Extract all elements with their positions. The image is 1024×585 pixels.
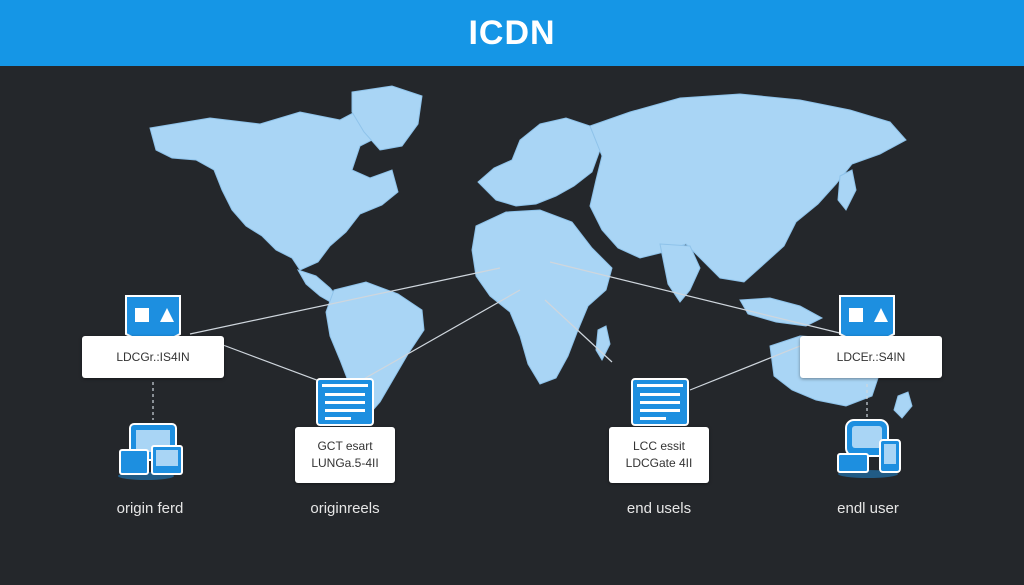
server-icon bbox=[631, 378, 689, 426]
srv-left-line2: LUNGa.5-4II bbox=[311, 456, 379, 470]
srv-right-line2: LDCGate 4II bbox=[625, 456, 693, 470]
loc-card-left: LDCGr.:IS4IN bbox=[82, 336, 224, 378]
link-africa-srv-right bbox=[544, 299, 613, 363]
continent-japan bbox=[837, 169, 857, 211]
loc-left-label: LDCGr.:IS4IN bbox=[116, 349, 190, 364]
link-africa-loc-right bbox=[549, 261, 861, 339]
shapes-shield-icon bbox=[839, 295, 895, 350]
end-user-device-icon bbox=[837, 419, 901, 478]
link-loc-left-europe bbox=[189, 267, 501, 335]
link-srv-right-loc-right bbox=[689, 337, 821, 391]
connection-lines bbox=[152, 261, 868, 420]
continent-madagascar bbox=[595, 325, 611, 362]
user-caption: endl user bbox=[837, 500, 899, 517]
loc-card-right: LDCEr.:S4IN bbox=[800, 336, 942, 378]
link-srv-left-africa bbox=[361, 289, 521, 381]
srv-card-right: LCC essit LDCGate 4II bbox=[609, 427, 709, 483]
continent-europe bbox=[477, 117, 601, 207]
srv-right-line1: LCC essit bbox=[632, 439, 685, 453]
srv-right-caption: end usels bbox=[626, 500, 692, 517]
loc-right-label: LDCEr.:S4IN bbox=[836, 349, 906, 364]
continent-indonesia bbox=[739, 297, 824, 327]
continent-africa bbox=[471, 209, 613, 385]
continent-greenland bbox=[351, 85, 423, 151]
srv-card-left: GCT esart LUNGa.5-4II bbox=[295, 427, 395, 483]
title-bar: ICDN bbox=[0, 0, 1024, 66]
srv-left-line1: GCT esart bbox=[317, 439, 373, 453]
continent-new-zealand bbox=[893, 391, 913, 419]
continent-north-america bbox=[149, 103, 399, 271]
origin-server-icon bbox=[118, 423, 183, 480]
origin-caption: origin ferd bbox=[116, 500, 184, 517]
world-map bbox=[149, 85, 913, 420]
page-title: ICDN bbox=[468, 13, 556, 52]
srv-left-caption: originreels bbox=[310, 500, 380, 517]
continent-asia bbox=[589, 93, 907, 283]
server-icon bbox=[316, 378, 374, 426]
link-loc-left-srv-left bbox=[214, 341, 331, 386]
continent-india bbox=[659, 243, 701, 303]
